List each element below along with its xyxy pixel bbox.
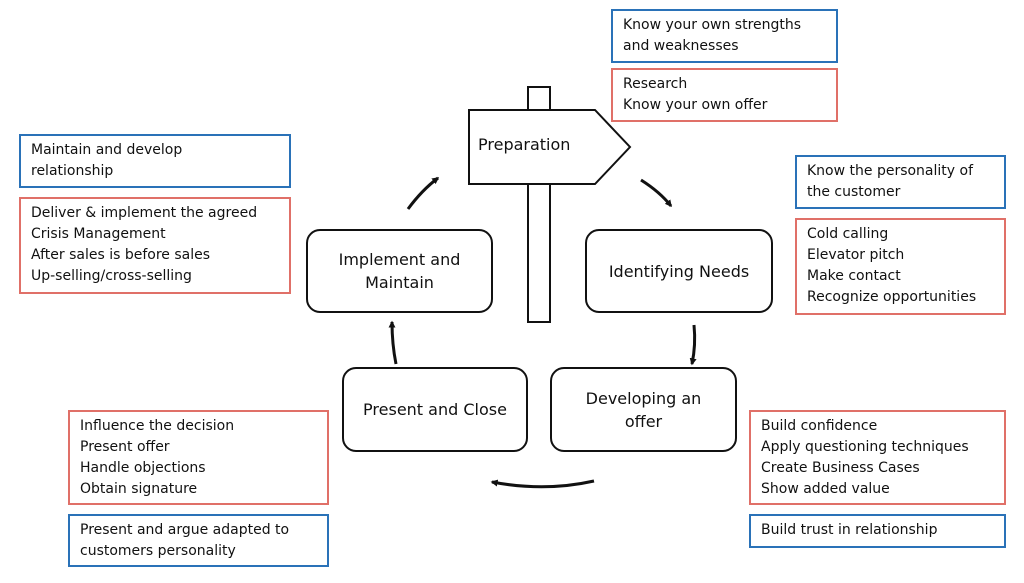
note-line: customers personality	[80, 543, 236, 559]
note-offer-trust: Build trust in relationship	[749, 514, 1006, 548]
note-close-activities: Influence the decision Present offer Han…	[68, 410, 329, 505]
note-preparation-research: Research Know your own offer	[611, 68, 838, 122]
note-line: Obtain signature	[80, 481, 198, 497]
note-line: Influence the decision	[80, 418, 235, 434]
note-line: Know your own offer	[623, 97, 768, 113]
note-line: Crisis Management	[31, 226, 166, 242]
note-line: Know your own strengths	[623, 17, 802, 33]
note-preparation-self: Know your own strengths and weaknesses	[611, 9, 838, 63]
stage-implement-maintain: Implement and Maintain	[306, 229, 493, 313]
stage-implement-maintain-line-2: Maintain	[365, 273, 434, 292]
note-line: Cold calling	[807, 226, 889, 242]
stage-preparation-label: Preparation	[478, 135, 571, 154]
note-line: Handle objections	[80, 460, 206, 476]
arrow-close-to-implement	[388, 320, 398, 365]
stage-developing-offer-line-1: Developing an	[585, 388, 702, 408]
note-line: Research	[623, 76, 688, 92]
note-close-personality: Present and argue adapted to customers p…	[68, 514, 329, 567]
note-line: Present and argue adapted to	[80, 522, 290, 538]
note-line: Build confidence	[761, 418, 878, 434]
note-line: Create Business Cases	[761, 460, 920, 476]
stage-present-close: Present and Close	[342, 367, 528, 452]
note-line: relationship	[31, 163, 114, 179]
note-implement-activities: Deliver & implement the agreed Crisis Ma…	[19, 197, 291, 294]
arrow-offer-to-close	[490, 479, 595, 489]
signpost-board	[468, 109, 632, 185]
arrow-preparation-to-needs	[640, 178, 673, 208]
stage-identifying-needs: Identifying Needs	[585, 229, 773, 313]
note-line: Deliver & implement the agreed	[31, 205, 258, 221]
note-line: Show added value	[761, 481, 890, 497]
note-line: Elevator pitch	[807, 247, 905, 263]
note-line: and weaknesses	[623, 38, 739, 54]
stage-present-close-label: Present and Close	[363, 400, 507, 419]
note-needs-activities: Cold calling Elevator pitch Make contact…	[795, 218, 1006, 315]
arrow-needs-to-offer	[689, 324, 697, 366]
stage-identifying-needs-label: Identifying Needs	[608, 261, 750, 281]
note-implement-relationship: Maintain and develop relationship	[19, 134, 291, 188]
note-line: Know the personality of	[807, 163, 974, 179]
note-line: Present offer	[80, 439, 170, 455]
note-line: Maintain and develop	[31, 142, 183, 158]
note-offer-activities: Build confidence Apply questioning techn…	[749, 410, 1006, 505]
note-line: the customer	[807, 184, 901, 200]
arrow-implement-to-preparation	[406, 176, 440, 210]
note-needs-personality: Know the personality of the customer	[795, 155, 1006, 209]
note-line: Make contact	[807, 268, 901, 284]
stage-developing-offer-line-2: offer	[624, 411, 663, 431]
note-line: Apply questioning techniques	[761, 439, 969, 455]
stage-developing-offer: Developing an offer	[550, 367, 737, 452]
stage-implement-maintain-line-1: Implement and	[338, 250, 461, 269]
note-line: Build trust in relationship	[761, 522, 938, 538]
note-line: After sales is before sales	[31, 247, 210, 263]
note-line: Up-selling/cross-selling	[31, 268, 192, 284]
note-line: Recognize opportunities	[807, 289, 977, 305]
